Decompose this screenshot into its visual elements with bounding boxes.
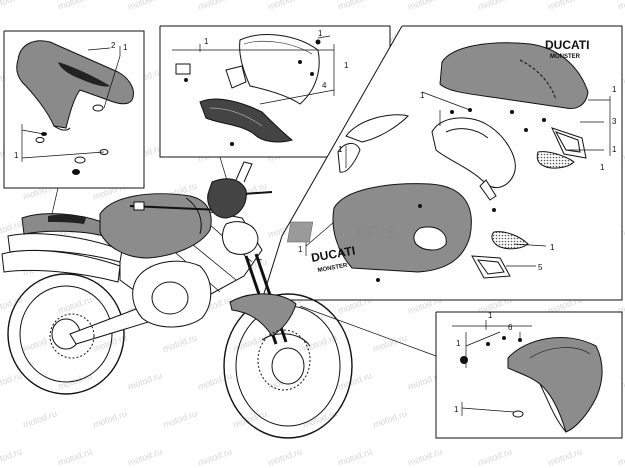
callout-label: 1 <box>550 243 555 252</box>
callout-label: 1 <box>488 311 493 320</box>
watermark-text: motod.ru <box>0 370 23 392</box>
watermark-text: motod.ru <box>371 332 408 354</box>
callout-label: 2 <box>111 41 116 50</box>
callout-label: 4 <box>322 81 327 90</box>
callout-label: 1 <box>318 29 323 38</box>
watermark-text: motod.ru <box>336 446 373 468</box>
watermark-text: motod.ru <box>0 0 23 12</box>
callout-label: 1 <box>298 245 303 254</box>
decal-subtext: MONSTER <box>317 263 348 274</box>
watermark-text: motod.ru <box>56 294 93 316</box>
watermark-text: motod.ru <box>126 370 163 392</box>
panel-flyscreen: 1 1 4 1 <box>159 25 391 158</box>
watermark-text: motod.ru <box>301 408 338 430</box>
fastener-bolt <box>35 104 109 175</box>
callout-label: 1 <box>612 145 617 154</box>
callout-label: 1 <box>456 339 461 348</box>
callout-label: 1 <box>123 43 128 52</box>
watermark-text: motod.ru <box>0 446 23 468</box>
watermark-text: motod.ru <box>546 0 583 12</box>
callout-label: 3 <box>612 117 617 126</box>
callout-label: 1 <box>454 405 459 414</box>
watermark-text: motod.ru <box>336 0 373 12</box>
motorcycle-illustration <box>1 156 437 439</box>
watermark-text: motod.ru <box>266 446 303 468</box>
watermark-text: motod.ru <box>336 370 373 392</box>
callout-label: 1 <box>338 145 343 154</box>
watermark-text: motod.ru <box>616 446 625 468</box>
decal-text: DUCATI <box>545 38 589 52</box>
callout-label: 1 <box>600 163 605 172</box>
watermark-text: motod.ru <box>21 408 58 430</box>
watermark-text: motod.ru <box>266 0 303 12</box>
watermark-text: motod.ru <box>406 0 443 12</box>
panel-seat-cowl: 2 1 1 <box>3 30 145 189</box>
decal-subtext: MONSTER <box>550 54 581 60</box>
watermark-text: motod.ru <box>371 408 408 430</box>
callout-label: 5 <box>538 263 543 272</box>
watermark-text: motod.ru <box>476 0 513 12</box>
watermark-text: motod.ru <box>196 446 233 468</box>
watermark-text: motod.ru <box>196 0 233 12</box>
callout-label: 6 <box>508 323 513 332</box>
aris-logo-text: ARIS <box>354 223 397 243</box>
watermark-text: motod.ru <box>91 408 128 430</box>
aris-logo: ARIS <box>287 221 397 243</box>
callout-label: 1 <box>420 91 425 100</box>
watermark-text: motod.ru <box>56 446 93 468</box>
callout-label: 1 <box>204 37 209 46</box>
watermark-text: motod.ru <box>616 0 625 12</box>
watermark-text: motod.ru <box>476 446 513 468</box>
watermark-text: motod.ru <box>56 0 93 12</box>
callout-label: 1 <box>344 61 349 70</box>
watermark-text: motod.ru <box>616 294 625 316</box>
fastener-bolt <box>184 39 321 146</box>
fastener-bolt <box>376 108 546 282</box>
watermark-text: motod.ru <box>161 332 198 354</box>
callout-label: 1 <box>14 151 19 160</box>
watermark-text: motod.ru <box>126 0 163 12</box>
panel-front-fender: 1 6 1 1 <box>435 311 623 439</box>
watermark-text: motod.ru <box>546 446 583 468</box>
watermark-text: motod.ru <box>126 446 163 468</box>
fastener-bolt <box>460 336 524 418</box>
watermark-text: motod.ru <box>161 408 198 430</box>
panel-tank-covers: DUCATI MONSTER DUCATI MONSTER <box>261 25 623 301</box>
watermark-text: motod.ru <box>406 446 443 468</box>
callout-label: 1 <box>612 85 617 94</box>
